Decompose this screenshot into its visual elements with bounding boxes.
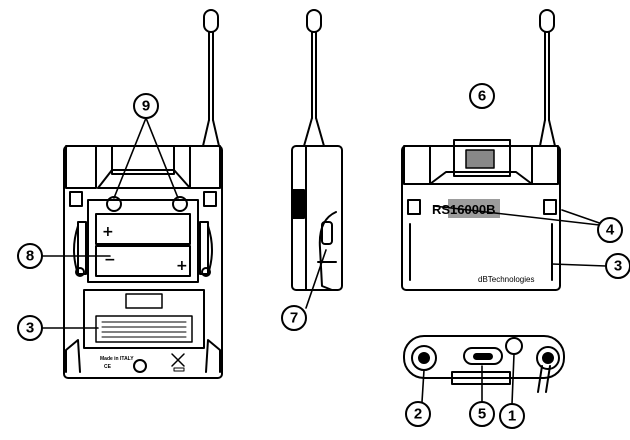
callout-label-4: 4: [606, 222, 615, 239]
side-view: [291, 9, 343, 291]
brand-label: dBTechnologies: [478, 275, 534, 284]
battery-cell-top: [95, 213, 191, 245]
callout-circle-7: [281, 305, 307, 331]
callout-label-2: 2: [414, 406, 422, 423]
belt-clip: [318, 211, 337, 291]
made-in-label: Made in ITALY: [100, 356, 134, 362]
callout-circle-5: [469, 401, 495, 427]
callout-label-9: 9: [142, 98, 150, 115]
callout-circle-3-left: [17, 315, 43, 341]
ce-mark: CE: [104, 364, 112, 370]
callout-circle-4: [597, 217, 623, 243]
front-view: [401, 9, 561, 291]
callout-label-3-right: 3: [614, 258, 622, 275]
power-button: [505, 337, 523, 355]
battery-contact-right: [172, 196, 188, 212]
battery-cell-bottom: [95, 245, 191, 277]
plus-symbol: +: [176, 258, 188, 274]
callout-label-5: 5: [478, 406, 486, 423]
callout-circle-9: [133, 93, 159, 119]
callout-label-3-left: 3: [26, 320, 34, 337]
minus-symbol: −: [104, 252, 116, 268]
callout-circle-3-right: [605, 253, 630, 279]
led-left: [407, 199, 421, 215]
side-antenna: [303, 9, 325, 147]
leader-lines: [41, 117, 609, 405]
callout-circles: [17, 83, 630, 429]
front-body: [401, 145, 561, 291]
callout-circle-2: [405, 401, 431, 427]
callout-label-7: 7: [290, 310, 298, 327]
model-number: 16000B: [450, 202, 496, 217]
usb-port: [463, 347, 503, 365]
callout-label-6: 6: [478, 88, 486, 105]
callout-label-1: 1: [508, 408, 516, 425]
bottom-body: [403, 335, 565, 379]
model-prefix: RS: [432, 202, 450, 217]
back-view: [63, 9, 223, 379]
display-window: [453, 139, 511, 177]
callout-label-8: 8: [26, 248, 34, 265]
callout-circle-6: [469, 83, 495, 109]
plus-symbol: +: [102, 224, 114, 240]
callout-circle-8: [17, 243, 43, 269]
callout-circle-1: [499, 403, 525, 429]
front-antenna: [539, 9, 556, 147]
led-right: [543, 199, 557, 215]
back-antenna: [202, 9, 220, 147]
battery-compartment: [87, 199, 199, 283]
bottom-view: [403, 335, 565, 393]
